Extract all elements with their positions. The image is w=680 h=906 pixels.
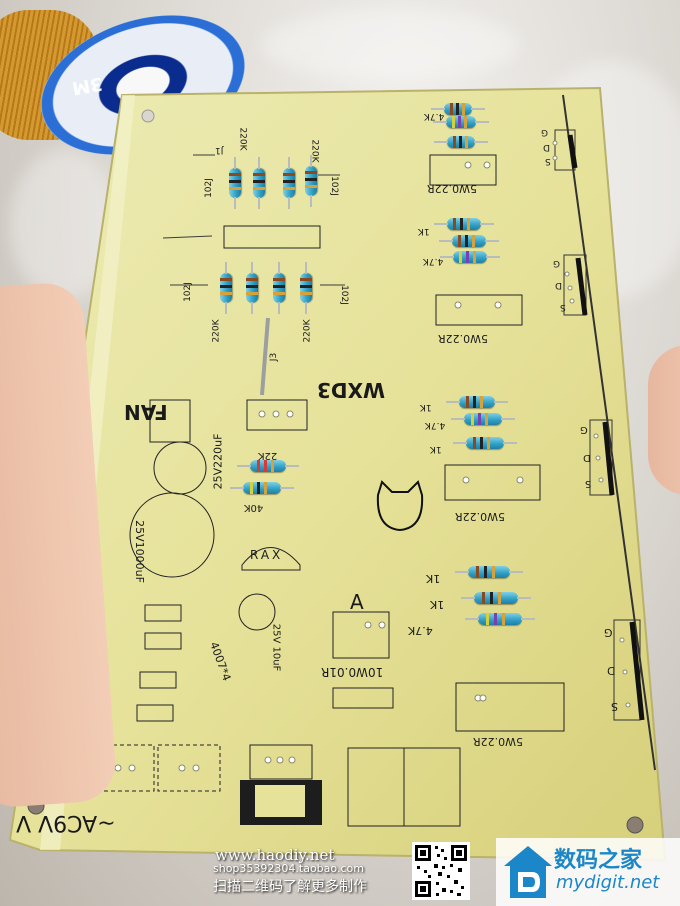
source-label: S [545, 156, 551, 166]
medium-cap-label: 25V220uF [211, 433, 225, 490]
resistor [446, 396, 508, 408]
small-cap-label: 25V 10uF [270, 623, 282, 672]
load-resistor-label: 5W0.22R [473, 735, 524, 748]
resistor [451, 413, 515, 425]
large-cap-label: 25V1000uF [132, 520, 146, 583]
house-logo-icon [504, 846, 552, 898]
watermark-shop: shop35392304.taobao.com [213, 862, 364, 875]
resistor [461, 592, 531, 604]
resistor [246, 262, 258, 314]
resistor [465, 613, 535, 625]
resistor [300, 262, 312, 314]
resistor-value-label: 4.7K [408, 624, 433, 637]
resistor-value-label: 102J [338, 285, 349, 305]
gate-label: G [541, 127, 548, 137]
drain-label: D [607, 664, 616, 677]
resistor-value-label: 102J [203, 178, 214, 198]
jumper-label: J3 [269, 352, 280, 362]
drain-label: D [543, 142, 550, 152]
resistor-value-label: 1K [426, 572, 441, 585]
load-resistor-label: 5W0.22R [438, 332, 489, 345]
resistor [305, 155, 317, 207]
resistor [253, 157, 265, 209]
resistor-value-label: 1K [418, 226, 430, 236]
resistor-value-label: 220K [309, 139, 320, 163]
fan-label: FAN [124, 400, 168, 424]
rax-label: RAX [250, 548, 284, 562]
current-label: A [350, 590, 364, 614]
drain-label: D [583, 452, 591, 463]
drain-label: D [555, 280, 562, 290]
resistor-value-label: 4.7K [424, 111, 445, 121]
resistor [230, 482, 294, 494]
qr-code-icon [412, 842, 470, 900]
source-label: S [611, 700, 618, 713]
resistor-value-label: 102J [328, 176, 339, 196]
resistor [433, 116, 489, 128]
right-finger [648, 345, 680, 495]
source-label: S [585, 478, 592, 489]
resistor-value-label: 22K [258, 450, 278, 461]
watermark-scan-text: 扫描二维码了解更多制作 [213, 879, 367, 895]
resistor [431, 103, 485, 115]
resistor [440, 251, 500, 263]
resistor [229, 157, 241, 209]
load-resistor-label: 5W0.22R [427, 182, 478, 195]
resistor-value-label: 1K [430, 598, 445, 611]
watermark-url: www.haodiy.net [215, 846, 335, 864]
resistor-value-label: 220K [211, 319, 222, 343]
resistor [455, 566, 523, 578]
source-label: S [560, 302, 566, 312]
brand-name-en: mydigit.net [556, 872, 660, 893]
resistor-value-label: 1K [430, 444, 442, 454]
resistor [453, 437, 517, 449]
gate-label: G [580, 424, 588, 435]
resistor [237, 460, 299, 472]
jumper-label: J1 [215, 145, 224, 155]
brand-logo [496, 838, 680, 906]
board-model-label: WXD3 [317, 378, 385, 402]
load-resistor-label: 5W0.22R [455, 510, 506, 523]
resistor-value-label: 1K [420, 402, 432, 412]
resistor [283, 157, 295, 209]
resistor-value-label: 220K [302, 319, 313, 343]
resistor-value-label: 40K [244, 502, 264, 513]
resistor [273, 262, 285, 314]
resistor-value-label: 4.7K [423, 256, 444, 266]
resistor-value-label: 102J [182, 282, 193, 302]
resistor [439, 235, 499, 247]
brand-name-cn: 数码之家 [554, 848, 643, 873]
resistor-value-label: 220K [237, 127, 248, 151]
gate-label: G [604, 626, 613, 639]
resistor [220, 262, 232, 314]
gate-label: G [553, 258, 560, 268]
resistor [434, 136, 488, 148]
resistor-value-label: 4.7K [425, 420, 446, 430]
cloth-fold [260, 10, 520, 80]
ac-input-label: ~AC9V V [16, 810, 116, 835]
shunt-label: 10W0.01R [321, 665, 384, 679]
resistor [434, 218, 494, 230]
